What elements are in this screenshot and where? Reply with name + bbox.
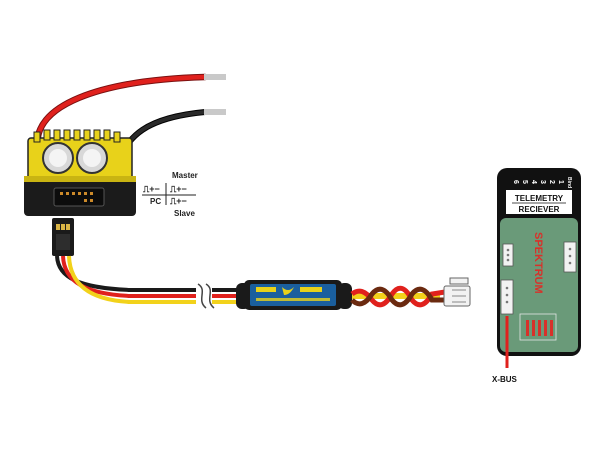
mode-label-slave: Slave [174,209,195,218]
mode-label-pc: PC [150,197,161,206]
receiver-title-line2: RECIEVER [519,205,560,214]
channel-numbers: 6 5 4 3 2 1 Bind [512,177,572,188]
pulse-symbol-slave: ⎍+− [170,196,187,206]
wire-break-mark [197,283,207,309]
receiver-port-right [563,241,577,273]
bind-label: Bind [566,177,572,188]
channel-number: 5 [521,180,528,184]
esc-mode-legend: Master ⎍+− ⎍+− PC ⎍+− Slave [142,171,198,218]
receiver-title-line1: TELEMETRY [515,194,564,203]
servo-connector [52,218,74,256]
esc-program-port [53,187,105,207]
xbus-label: X-BUS [492,375,518,384]
receiver-antenna-trace [519,313,557,341]
channel-number: 4 [530,180,537,184]
telemetry-module [236,280,352,310]
mode-label-master: Master [172,171,198,180]
xbus-plug [443,277,471,307]
pulse-symbol-master: ⎍+− [170,184,187,194]
receiver-port-top-left [502,243,514,267]
servo-lead [55,255,245,309]
receiver-title-box [506,190,572,214]
telemetry-receiver: 6 5 4 3 2 1 Bind TELEMETRY RECIEVER SPEK… [497,168,581,356]
channel-number: 3 [539,180,546,184]
twisted-lead [350,285,446,308]
esc-capacitors [42,142,108,174]
black-wire-tip [204,109,226,115]
xbus-pointer: X-BUS [492,316,518,384]
channel-number: 1 [557,180,564,184]
receiver-board [500,218,578,352]
channel-number: 2 [548,180,555,184]
receiver-brand: SPEKTRUM [532,232,544,294]
receiver-port-xbus [500,279,514,315]
red-wire-tip [204,74,226,80]
esc-unit [24,129,136,216]
channel-number: 6 [512,180,519,184]
pulse-symbol-pc: ⎍+− [143,184,160,194]
